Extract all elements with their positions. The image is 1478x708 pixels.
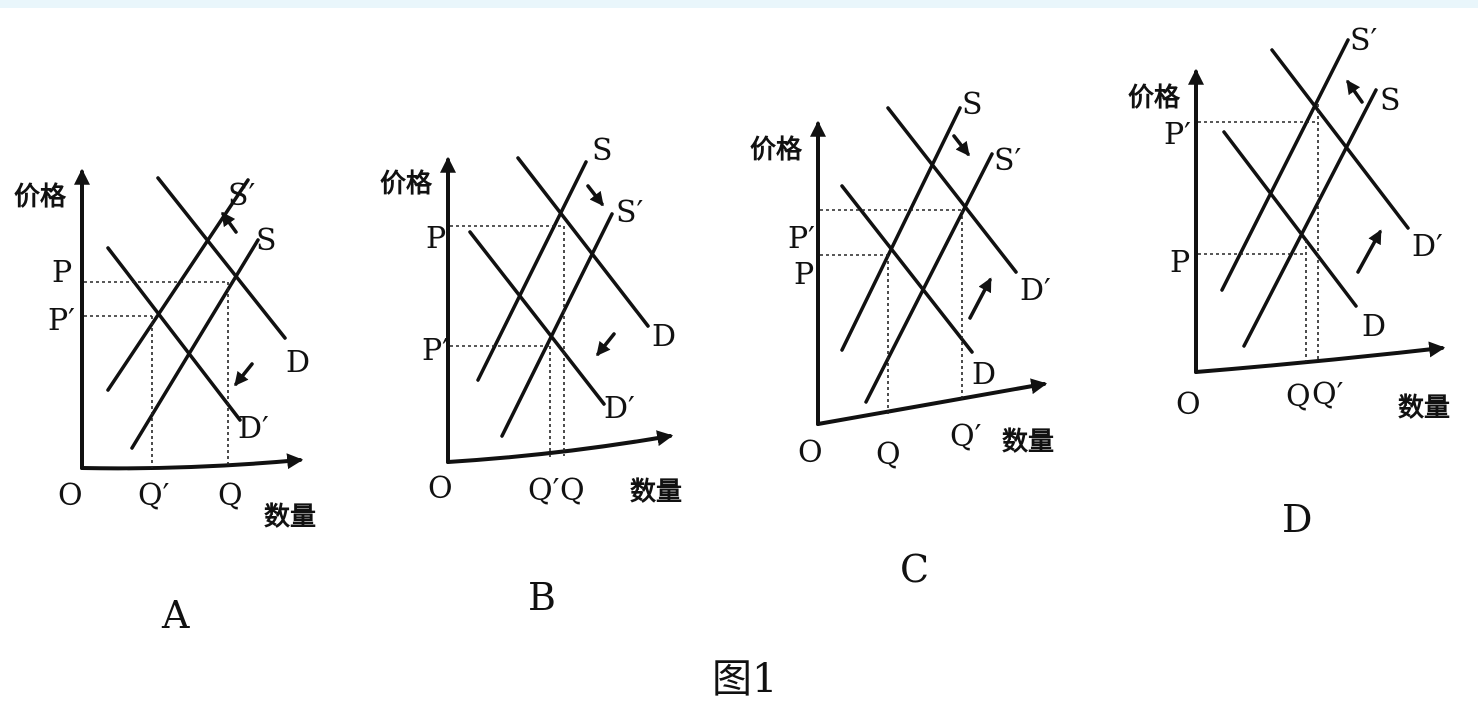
panel-a-demand-curve-d-prime bbox=[106, 246, 242, 422]
panel-a-demand-curve-d bbox=[156, 176, 287, 340]
panel-d-price-label-2: P bbox=[1170, 245, 1190, 280]
panel-c-demand-curve-d bbox=[840, 184, 974, 354]
panel-a-y-axis-label: 价格 bbox=[14, 181, 67, 212]
panel-a-x-axis bbox=[80, 453, 304, 471]
panel-b-price-label-1: P bbox=[426, 221, 446, 256]
panel-a-origin-label: O bbox=[58, 478, 83, 513]
panel-c-letter: C bbox=[900, 547, 929, 591]
panel-b-quantity-label-2: Q bbox=[560, 473, 585, 508]
panel-c-curve-label-2: S′ bbox=[994, 143, 1022, 178]
panel-d: 价格 数量 O P′ P Q Q′ S′ S D′ D D bbox=[1128, 23, 1450, 541]
panel-d-y-axis-label: 价格 bbox=[1128, 82, 1181, 113]
panel-b-origin-label: O bbox=[428, 471, 453, 506]
panel-b-quantity-label-1: Q′ bbox=[528, 473, 560, 508]
panel-d-shift-arrow-supply bbox=[1346, 79, 1364, 104]
panel-d-supply-curve-s bbox=[1242, 88, 1378, 348]
panel-d-price-label-1: P′ bbox=[1164, 117, 1191, 152]
panel-b-shift-arrow-supply bbox=[586, 184, 604, 207]
panel-c-supply-curve-s bbox=[840, 106, 962, 352]
panel-a-shift-arrow-demand bbox=[234, 362, 254, 387]
panel-a-price-label-2: P′ bbox=[48, 303, 75, 338]
panel-b: 价格 数量 O P P′ Q′ Q S S′ D D′ B bbox=[380, 133, 682, 619]
panel-d-letter: D bbox=[1282, 497, 1312, 541]
panel-c-quantity-label-1: Q bbox=[876, 437, 901, 472]
panel-d-demand-curve-d-prime bbox=[1270, 48, 1410, 230]
panel-d-curve-label-4: D bbox=[1362, 309, 1386, 344]
panel-c-shift-arrow-demand bbox=[968, 277, 992, 320]
panel-c-origin-label: O bbox=[798, 435, 823, 470]
panel-a-shift-arrow-supply bbox=[221, 211, 238, 234]
panel-b-supply-curve-s-prime bbox=[500, 212, 614, 438]
panel-c-shift-arrow-supply bbox=[952, 134, 970, 157]
figure-caption: 图1 bbox=[712, 656, 777, 702]
panel-c-quantity-label-2: Q′ bbox=[950, 419, 982, 454]
panel-a-x-axis-label: 数量 bbox=[264, 502, 316, 532]
panel-c-price-label-1: P′ bbox=[788, 221, 815, 256]
panel-d-x-axis bbox=[1194, 341, 1446, 374]
panel-a-quantity-label-1: Q′ bbox=[138, 478, 170, 513]
panel-a-supply-curve-s bbox=[130, 238, 260, 450]
panel-c-price-label-2: P bbox=[794, 257, 814, 292]
panel-a-supply-curve-s-prime bbox=[106, 178, 250, 392]
panel-d-supply-curve-s-prime bbox=[1220, 38, 1350, 292]
panel-d-shift-arrow-demand bbox=[1356, 229, 1382, 274]
panel-d-curve-label-2: S bbox=[1380, 83, 1401, 118]
panel-b-letter: B bbox=[528, 575, 556, 619]
panel-b-x-axis bbox=[446, 430, 674, 464]
panel-b-curve-label-1: S bbox=[592, 133, 613, 168]
top-band bbox=[0, 0, 1478, 8]
panel-a-letter: A bbox=[161, 593, 190, 637]
panel-a-price-label-1: P bbox=[52, 255, 72, 290]
panel-c-x-axis-label: 数量 bbox=[1002, 427, 1054, 457]
panel-c-y-axis-label: 价格 bbox=[750, 134, 803, 165]
panel-a-curve-label-1: S′ bbox=[228, 178, 256, 213]
panel-b-y-axis-label: 价格 bbox=[380, 168, 433, 199]
panel-b-curve-label-4: D′ bbox=[604, 391, 635, 426]
panel-a: 价格 数量 O P P′ Q′ Q S′ S D D′ A bbox=[14, 168, 316, 637]
panel-c-curve-label-3: D′ bbox=[1020, 273, 1051, 308]
panel-b-shift-arrow-demand bbox=[596, 332, 616, 357]
panel-b-curve-label-2: S′ bbox=[616, 195, 644, 230]
panel-b-x-axis-label: 数量 bbox=[630, 477, 682, 507]
panel-b-demand-curve-d-prime bbox=[468, 230, 606, 406]
panel-a-curve-label-3: D bbox=[286, 345, 310, 380]
panel-d-quantity-label-1: Q bbox=[1286, 379, 1311, 414]
panel-c-x-axis bbox=[816, 378, 1048, 426]
panel-c-curve-label-4: D bbox=[972, 357, 996, 392]
panel-b-price-label-2: P′ bbox=[422, 333, 449, 368]
panel-a-curve-label-4: D′ bbox=[238, 411, 269, 446]
panel-a-quantity-label-2: Q bbox=[218, 478, 243, 513]
panel-d-origin-label: O bbox=[1176, 387, 1201, 422]
panel-b-curve-label-3: D bbox=[652, 319, 676, 354]
panel-c: 价格 数量 O P′ P Q Q′ S S′ D′ D C bbox=[750, 87, 1054, 591]
panel-d-demand-curve-d bbox=[1222, 130, 1358, 308]
panel-d-curve-label-3: D′ bbox=[1412, 229, 1443, 264]
panel-d-quantity-label-2: Q′ bbox=[1312, 377, 1344, 412]
panel-d-x-axis-label: 数量 bbox=[1398, 393, 1450, 423]
panel-c-supply-curve-s-prime bbox=[864, 152, 994, 404]
panel-b-supply-curve-s bbox=[476, 160, 588, 382]
panel-b-demand-curve-d bbox=[516, 156, 650, 328]
panel-a-curve-label-2: S bbox=[256, 223, 277, 258]
panel-c-curve-label-1: S bbox=[962, 87, 983, 122]
panel-c-demand-curve-d-prime bbox=[886, 106, 1018, 274]
panel-d-curve-label-1: S′ bbox=[1350, 23, 1378, 58]
